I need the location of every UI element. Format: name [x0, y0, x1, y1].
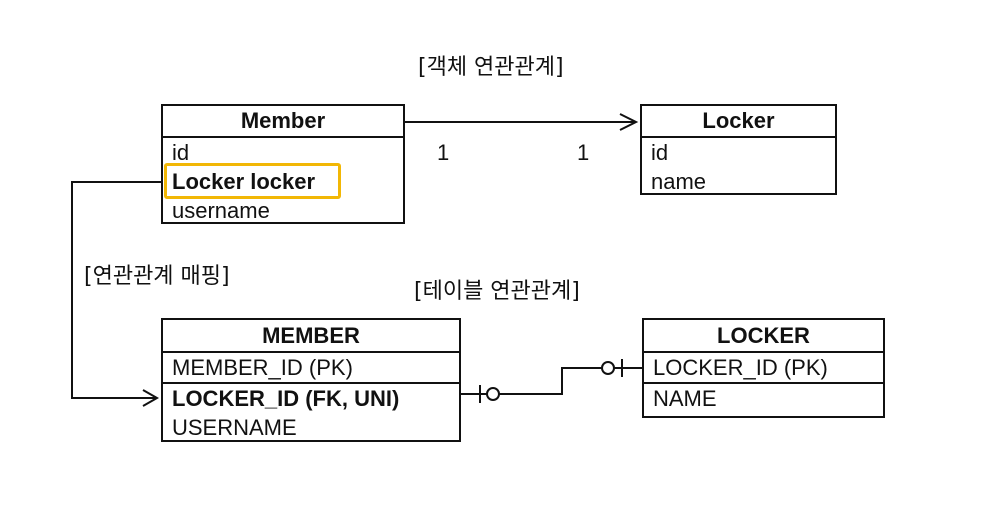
member-table-box: MEMBER MEMBER_ID (PK) LOCKER_ID (FK, UNI… — [161, 318, 461, 442]
member-column-locker-id: LOCKER_ID (FK, UNI) — [163, 382, 459, 413]
member-side-circle — [486, 387, 500, 401]
member-entity-title: Member — [163, 106, 403, 138]
relation-mapping-title: [연관관계 매핑] — [84, 264, 230, 289]
multiplicity-target: 1 — [577, 140, 590, 165]
locker-column-name: NAME — [644, 382, 883, 413]
locker-field-name: name — [651, 169, 707, 194]
mapping-line — [71, 181, 161, 399]
locker-column-locker-id: LOCKER_ID (PK) — [653, 355, 828, 380]
locker-table-title: LOCKER — [644, 320, 883, 353]
member-column-member-id: MEMBER_ID (PK) — [172, 355, 353, 380]
multiplicity-source: 1 — [437, 140, 450, 165]
locker-side-circle — [601, 361, 615, 375]
locker-entity-box: Locker id name — [640, 104, 837, 195]
locker-field-id: id — [651, 140, 669, 165]
member-field-locker: Locker locker — [172, 169, 316, 194]
locker-entity-title: Locker — [642, 106, 835, 138]
mapping-arrowhead — [142, 389, 160, 407]
association-arrowhead — [619, 113, 639, 131]
member-column-username: USERNAME — [172, 415, 297, 440]
locker-field-highlight — [164, 163, 341, 199]
table-relation-title: [테이블 연관관계] — [414, 279, 580, 304]
member-field-username: username — [172, 198, 270, 223]
object-relation-title: [객체 연관관계] — [418, 55, 564, 80]
member-table-title: MEMBER — [163, 320, 459, 353]
member-field-id: id — [172, 140, 190, 165]
locker-table-box: LOCKER LOCKER_ID (PK) NAME — [642, 318, 885, 418]
